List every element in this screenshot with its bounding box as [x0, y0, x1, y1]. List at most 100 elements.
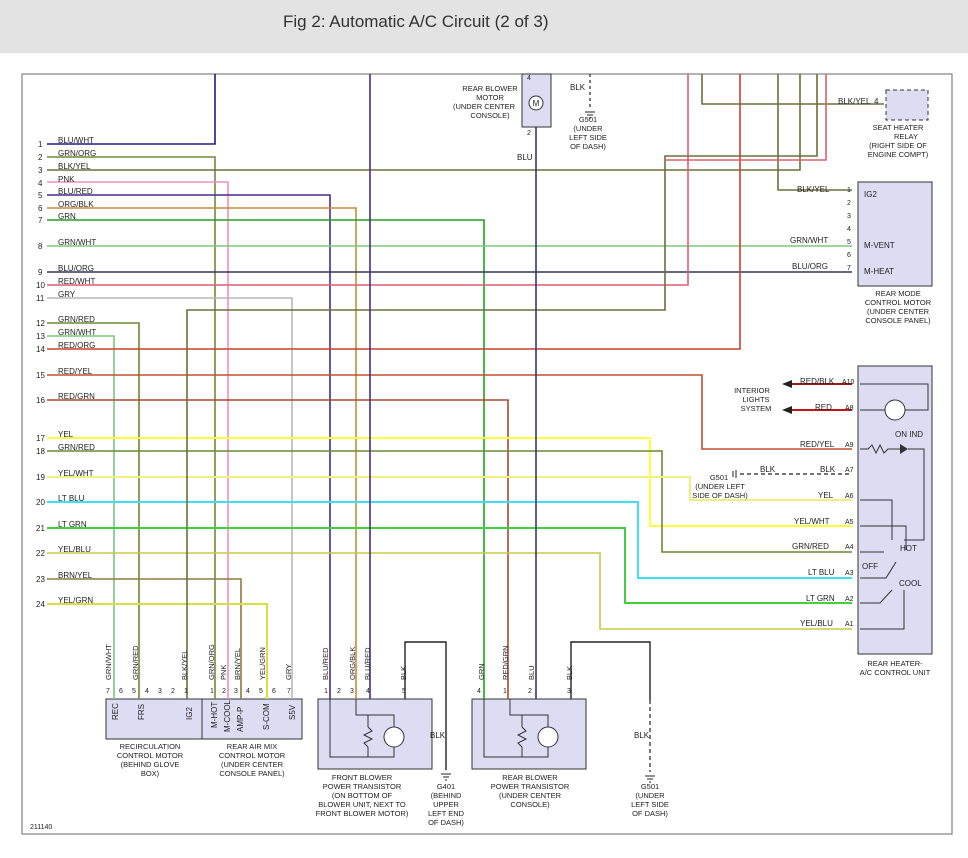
ground-g501-label: G501 [579, 115, 597, 124]
recirc-motor-label: (BEHIND GLOVE [121, 760, 180, 769]
front-blower-power-transistor-box [317, 698, 433, 770]
recirc-motor-label: BOX) [141, 769, 160, 778]
wire-red-wht-top [665, 74, 827, 161]
wire-label: YEL/BLU [58, 545, 91, 554]
ground-g401-label: G401 [437, 782, 455, 791]
pin-number: 10 [36, 281, 45, 290]
wire-label: BLK [570, 83, 586, 92]
ground-g401-label: UPPER [433, 800, 459, 809]
wire-label: RED/YEL [800, 440, 835, 449]
front-transistor-label: POWER TRANSISTOR [323, 782, 402, 791]
terminal-label: S5V [288, 704, 297, 720]
wire-grn-red [47, 322, 140, 699]
wire-label: ORG/BLK [348, 647, 357, 680]
pin-number: 23 [36, 575, 45, 584]
wire-label: ORG/BLK [58, 200, 94, 209]
seat-heater-relay-label: RELAY [894, 132, 918, 141]
wire-blk-front-gnd [404, 641, 447, 770]
pin-number: 1 [503, 688, 507, 695]
pin-number: 1 [184, 688, 188, 695]
switch-off-label: OFF [862, 562, 878, 571]
pin-number: 2 [171, 688, 175, 695]
pin-number: 3 [350, 688, 354, 695]
pin-number: 3 [847, 213, 851, 220]
wire-label: GRN/WHT [58, 238, 96, 247]
terminal-label: M-VENT [864, 241, 895, 250]
internal-wire [483, 699, 549, 758]
airmix-motor-label: REAR AIR MIX [227, 742, 277, 751]
rear-heater-unit-label: A/C CONTROL UNIT [860, 668, 931, 677]
pin-number: 24 [36, 600, 45, 609]
ground-g501-label: LEFT SIDE [569, 133, 607, 142]
pin-number: A3 [845, 570, 854, 577]
motor-symbol [528, 95, 544, 111]
pin-number: 21 [36, 524, 45, 533]
arrow-icon [782, 406, 792, 414]
pin-number: 2 [337, 688, 341, 695]
pin-number: 3 [234, 688, 238, 695]
wire-label: BLU/RED [58, 187, 93, 196]
pin-number: 3 [567, 688, 571, 695]
wire-lt-grn [47, 527, 852, 604]
wire-blu-red [47, 194, 331, 699]
wire-label: BRN/YEL [233, 648, 242, 680]
wire-grn-wht-recirc [47, 335, 115, 699]
wire-yel [47, 437, 852, 527]
pin-number: 6 [272, 688, 276, 695]
internal-wire [860, 590, 905, 630]
wire-label: GRN [58, 212, 76, 221]
wire-label: YEL [818, 491, 834, 500]
switch-lever-icon [860, 561, 897, 579]
airmix-motor-label: (UNDER CENTER [221, 760, 284, 769]
seat-heater-relay-label: ENGINE COMPT) [868, 150, 929, 159]
wire-label: BLK [634, 731, 650, 740]
wire-label: YEL/GRN [58, 596, 93, 605]
terminal-label: AMP-P [236, 707, 245, 732]
wire-yel-blu [47, 552, 852, 630]
internal-wire [860, 499, 893, 540]
wire-grn-red-a4 [47, 450, 852, 553]
wire-blk-rear-gnd [570, 641, 651, 700]
ground-g501-label: (UNDER [573, 124, 603, 133]
diagram-frame [21, 73, 953, 835]
pin-number: 4 [874, 97, 879, 106]
pin-number: 4 [246, 688, 250, 695]
pin-number: A1 [845, 621, 854, 628]
wire-label: GRN/RED [58, 443, 95, 452]
switch-contact-icon [860, 589, 893, 604]
pin-number: 7 [847, 265, 851, 272]
transistor-icon [383, 726, 405, 748]
wire-label: RED [815, 403, 832, 412]
pin-number: 16 [36, 396, 45, 405]
ground-g501-label: LEFT SIDE [631, 800, 669, 809]
wire-label: BLK/YEL [58, 162, 91, 171]
recirc-motor-label: RECIRCULATION [120, 742, 181, 751]
pin-number: 9 [38, 268, 43, 277]
wire-label: LT GRN [806, 594, 835, 603]
pin-number: 2 [222, 688, 226, 695]
airmix-motor-label: CONSOLE PANEL) [219, 769, 285, 778]
pin-number: 20 [36, 498, 45, 507]
pin-number: 11 [36, 294, 45, 303]
rear-mode-motor-label: CONTROL MOTOR [865, 298, 932, 307]
wire-blu-wht [47, 74, 216, 145]
pin-number: 6 [847, 252, 851, 259]
pin-number: A10 [842, 379, 855, 386]
pin-number: 15 [36, 371, 45, 380]
pin-number: 6 [38, 204, 43, 213]
pin-number: 4 [38, 179, 43, 188]
pin-number: 5 [402, 688, 406, 695]
pin-number: A6 [845, 493, 854, 500]
terminal-label: IG2 [864, 190, 877, 199]
front-transistor-label: (ON BOTTOM OF [332, 791, 393, 800]
wire-label: GRN/WHT [58, 328, 96, 337]
wire-label: RED/GRN [501, 645, 510, 680]
recirc-motor-label: CONTROL MOTOR [117, 751, 184, 760]
terminal-label: M-HOT [210, 702, 219, 728]
wire-label: BLU/WHT [58, 136, 94, 145]
wire-grn-org [47, 156, 216, 699]
pin-number: 6 [119, 688, 123, 695]
ground-g501-label: (UNDER LEFT [695, 482, 745, 491]
wire-label: BLK [760, 465, 776, 474]
wire-pnk [47, 181, 229, 699]
